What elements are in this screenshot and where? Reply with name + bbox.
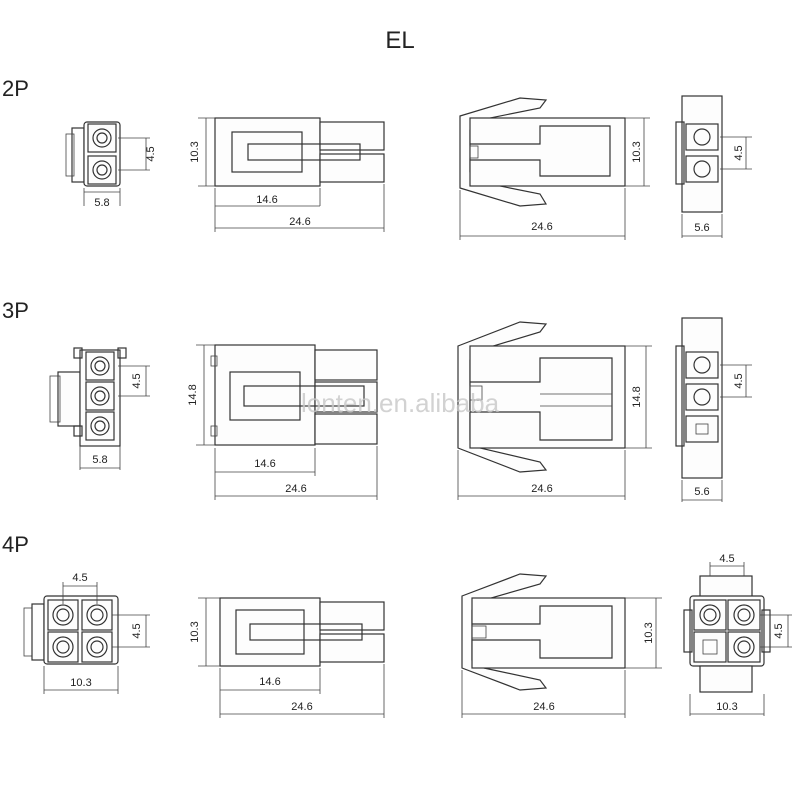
dim-width-4p-left: 10.3 <box>70 677 91 689</box>
side-view-right-3p: 14.8 24.6 <box>457 321 652 500</box>
dim-pitch-h-4p-left: 4.5 <box>72 572 87 584</box>
dim-inner-length-2p-left: 14.6 <box>256 194 277 206</box>
dim-width-2p-right: 5.6 <box>694 222 709 234</box>
row-label-4p: 4P <box>2 532 29 557</box>
side-view-right-2p: 10.3 24.6 <box>459 97 650 240</box>
end-view-left-3p: 4.5 5.8 <box>49 347 150 470</box>
dim-height-4p-left: 10.3 <box>189 621 201 642</box>
side-view-left-4p: 10.3 14.6 24.6 <box>189 597 385 718</box>
row-label-2p: 2P <box>2 76 29 101</box>
watermark-text: lonten.en.alibaba <box>301 388 500 418</box>
dim-pitch-h-4p-right: 4.5 <box>719 553 734 565</box>
dim-overall-length-3p-left: 24.6 <box>285 483 306 495</box>
dim-width-2p-left: 5.8 <box>94 197 109 209</box>
end-view-right-2p: 4.5 5.6 <box>675 95 752 238</box>
dim-pitch-v-4p-left: 4.5 <box>131 623 143 638</box>
dim-width-3p-right: 5.6 <box>694 486 709 498</box>
dim-overall-length-4p-left: 24.6 <box>291 701 312 713</box>
dim-overall-length-3p-right: 24.6 <box>531 483 552 495</box>
dim-height-3p-left: 14.8 <box>187 384 199 405</box>
dim-height-2p-right: 10.3 <box>631 141 643 162</box>
end-view-left-2p: 4.5 5.8 <box>65 121 157 209</box>
dim-width-4p-right: 10.3 <box>716 701 737 713</box>
row-label-3p: 3P <box>2 298 29 323</box>
dim-overall-length-2p-right: 24.6 <box>531 221 552 233</box>
end-view-right-3p: 4.5 5.6 <box>675 317 752 502</box>
dim-width-3p-left: 5.8 <box>92 454 107 466</box>
dim-overall-length-4p-right: 24.6 <box>533 701 554 713</box>
dim-pitch-v-4p-right: 4.5 <box>773 623 785 638</box>
end-view-right-4p: 4.5 4.5 10.3 <box>683 553 792 716</box>
row-2p: 2P 4.5 5.8 <box>2 76 752 240</box>
dim-overall-length-2p-left: 24.6 <box>289 216 310 228</box>
dim-inner-length-3p-left: 14.6 <box>254 458 275 470</box>
side-view-right-4p: 10.3 24.6 <box>461 573 662 718</box>
side-view-left-2p: 10.3 14.6 24.6 <box>189 117 385 232</box>
side-view-left-3p: 14.8 14.6 24.6 <box>187 344 378 500</box>
dim-height-4p-right: 10.3 <box>643 622 655 643</box>
dim-pitch-3p-right: 4.5 <box>733 373 745 388</box>
row-3p: 3P 4.5 5.8 <box>2 298 752 502</box>
diagram-title: EL <box>385 27 414 54</box>
dim-height-3p-right: 14.8 <box>631 386 643 407</box>
dim-pitch-2p-right: 4.5 <box>733 145 745 160</box>
dim-height-2p-left: 10.3 <box>189 141 201 162</box>
dim-pitch-2p-left: 4.5 <box>145 146 157 161</box>
dim-inner-length-4p-left: 14.6 <box>259 676 280 688</box>
end-view-left-4p: 4.5 4.5 10.3 <box>23 572 150 694</box>
dim-pitch-3p-left: 4.5 <box>131 373 143 388</box>
row-4p: 4P 4.5 4.5 10.3 <box>2 532 792 718</box>
